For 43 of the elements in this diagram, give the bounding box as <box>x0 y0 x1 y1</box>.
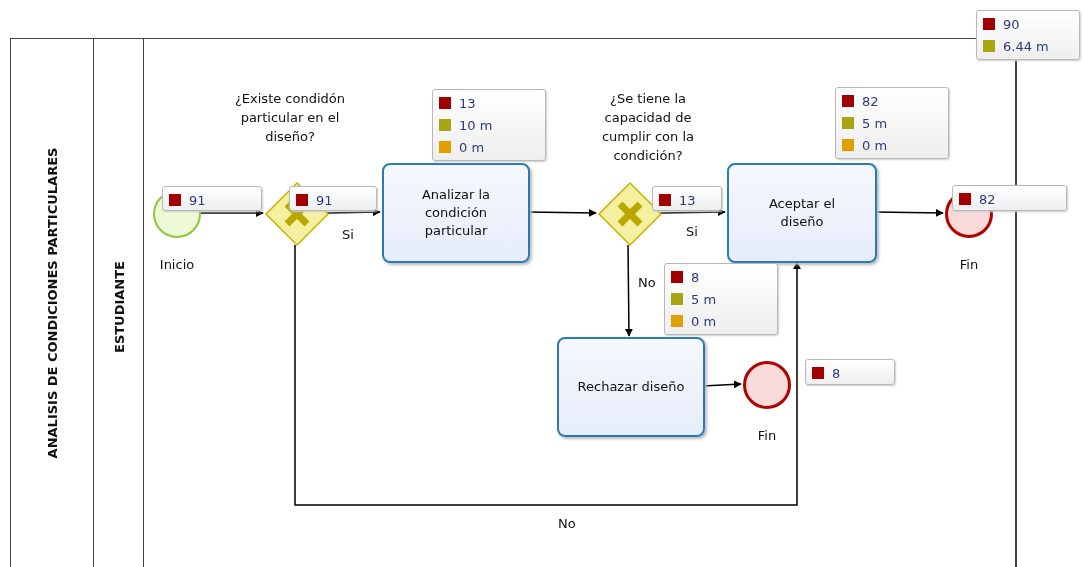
time-value: 10 m <box>459 117 493 133</box>
simulation-result-card <box>652 186 722 211</box>
event-caption: ¿Existe condidón particular en el diseño? <box>233 90 347 146</box>
lane-title: ESTUDIANTE <box>111 261 127 353</box>
time-value: 5 m <box>691 291 717 307</box>
task-box: Rechazar diseño <box>557 337 705 437</box>
simulation-result-card <box>976 10 1080 60</box>
event-caption: ¿Se tiene la capacidad de cumplir con la condición? <box>600 90 696 165</box>
time-value: 5 m <box>862 115 888 131</box>
sequence-flow-arrow <box>624 244 633 337</box>
time-value: 0 m <box>459 139 485 155</box>
simulation-result-card <box>289 186 377 211</box>
simulation-result-card <box>805 359 895 385</box>
task-box: Aceptar el diseño <box>727 163 877 263</box>
count-value: 13 <box>459 95 476 111</box>
count-value: 82 <box>862 93 879 109</box>
count-value: 90 <box>1003 16 1020 32</box>
count-value: 8 <box>691 269 700 285</box>
sequence-flow-arrow <box>659 208 726 217</box>
event-caption: Fin <box>958 256 980 274</box>
count-value: 91 <box>189 192 206 208</box>
time-value: 6.44 m <box>1003 38 1049 54</box>
simulation-result-card <box>835 87 949 159</box>
sequence-flow-arrow <box>198 209 264 217</box>
sequence-flow-arrow <box>527 208 597 217</box>
sequence-flow-arrow <box>326 208 381 217</box>
event-caption: Fin <box>756 427 778 445</box>
count-value: 8 <box>832 365 841 381</box>
time-value: 0 m <box>862 137 888 153</box>
count-value: 13 <box>679 192 696 208</box>
pool-title: ANALISIS DE CONDICIONES PARTICULARES <box>44 147 60 459</box>
sequence-flow-arrow <box>702 380 742 389</box>
time-value: 0 m <box>691 313 717 329</box>
task-box: Analizar la condición particular <box>382 163 530 263</box>
count-value: 91 <box>316 192 333 208</box>
event-caption: Inicio <box>158 256 196 274</box>
simulation-result-card <box>432 89 546 161</box>
simulation-result-card <box>162 186 262 211</box>
sequence-flow-arrow <box>294 244 801 506</box>
count-value: 82 <box>979 191 996 207</box>
sequence-flow-arrow <box>874 208 944 217</box>
simulation-result-card <box>952 185 1067 211</box>
simulation-result-card <box>664 263 778 335</box>
